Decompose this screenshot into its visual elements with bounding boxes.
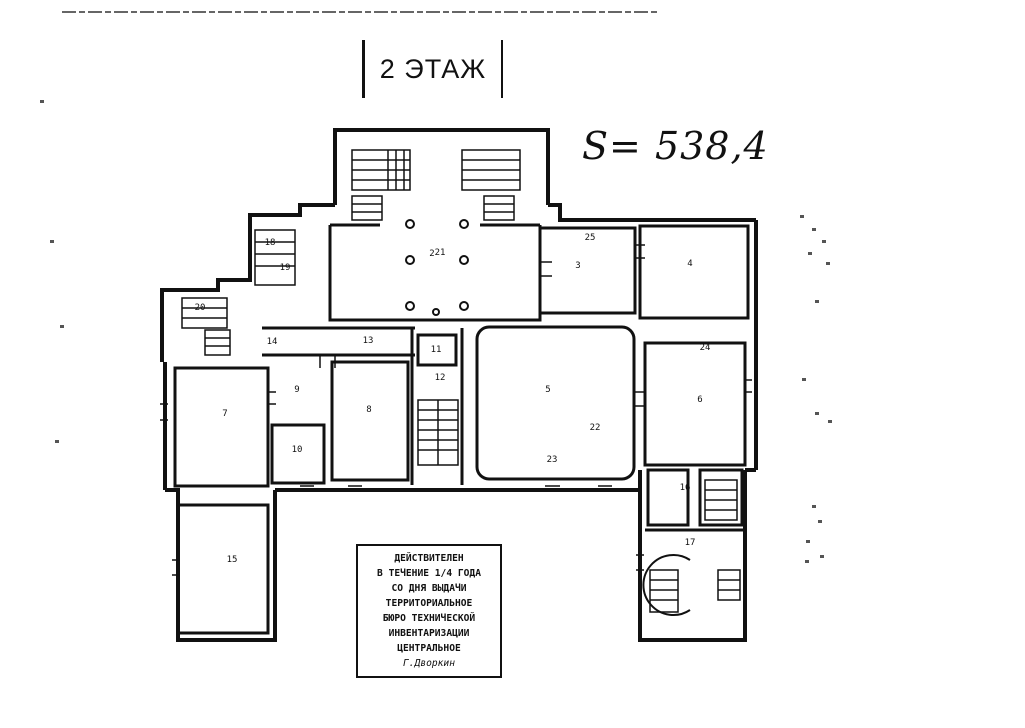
scan-speck: [815, 300, 819, 303]
room-number-label: 16: [680, 483, 691, 493]
doors-and-openings: [160, 244, 752, 576]
stamp-signature: Г.Дворкин: [403, 658, 455, 669]
scan-speck: [60, 325, 64, 328]
room-number-label: 20: [195, 303, 206, 313]
room-number-label: 24: [700, 343, 711, 353]
stamp-line: СО ДНЯ ВЫДАЧИ: [391, 583, 467, 594]
room-number-label: 14: [267, 337, 278, 347]
stamp-line: ДЕЙСТВИТЕЛЕН: [394, 553, 464, 564]
stamp-line: ТЕРРИТОРИАЛЬНОЕ: [385, 598, 473, 609]
interior-walls: [173, 223, 750, 635]
floor-title: 2 ЭТАЖ: [362, 40, 503, 98]
stamp-line: ИНВЕНТАРИЗАЦИИ: [388, 628, 470, 639]
stamp-line: В ТЕЧЕНИЕ 1/4 ГОДА: [377, 568, 481, 579]
stamp-line: ЦЕНТРАЛЬНОЕ: [397, 643, 461, 654]
room-number-label: 15: [227, 555, 238, 565]
staircases: [181, 149, 741, 616]
room-number-label: 4: [687, 259, 692, 269]
room-number-label: 3: [575, 261, 580, 271]
scan-speck: [826, 262, 830, 265]
room-number-label: 19: [280, 263, 291, 273]
scan-speck: [802, 378, 806, 381]
scan-speck: [805, 560, 809, 563]
exterior-walls: [160, 128, 758, 642]
scan-speck: [828, 420, 832, 423]
room-number-label: 23: [547, 455, 558, 465]
room-number-label: 6: [697, 395, 702, 405]
room-number-label: 9: [294, 385, 299, 395]
scan-speck: [820, 555, 824, 558]
room-number-label: 17: [685, 538, 696, 548]
scan-speck: [812, 505, 816, 508]
room-number-label: 12: [435, 373, 446, 383]
room-number-label: 18: [265, 238, 276, 248]
area-label: S= 538,4: [582, 124, 769, 168]
room-number-label: 2: [429, 249, 434, 259]
room-number-label: 10: [292, 445, 303, 455]
scan-speck: [50, 240, 54, 243]
room-number-label: 5: [545, 385, 550, 395]
scan-speck: [808, 252, 812, 255]
stamp-line: БЮРО ТЕХНИЧЕСКОЙ: [382, 613, 476, 624]
room-number-label: 25: [585, 233, 596, 243]
scan-speck: [822, 240, 826, 243]
columns: [405, 219, 469, 316]
room-number-label: 13: [363, 336, 374, 346]
room-number-label: 8: [366, 405, 371, 415]
scan-speck: [806, 540, 810, 543]
room-number-label: 22: [590, 423, 601, 433]
scan-speck: [815, 412, 819, 415]
scan-speck: [812, 228, 816, 231]
room-number-label: 21: [435, 248, 446, 258]
room-number-label: 7: [222, 409, 227, 419]
scan-speck: [40, 100, 44, 103]
scan-speck: [800, 215, 804, 218]
room-number-label: 11: [431, 345, 442, 355]
scan-speck: [818, 520, 822, 523]
bti-stamp: ДЕЙСТВИТЕЛЕН В ТЕЧЕНИЕ 1/4 ГОДА СО ДНЯ В…: [356, 544, 502, 678]
scan-speck: [55, 440, 59, 443]
